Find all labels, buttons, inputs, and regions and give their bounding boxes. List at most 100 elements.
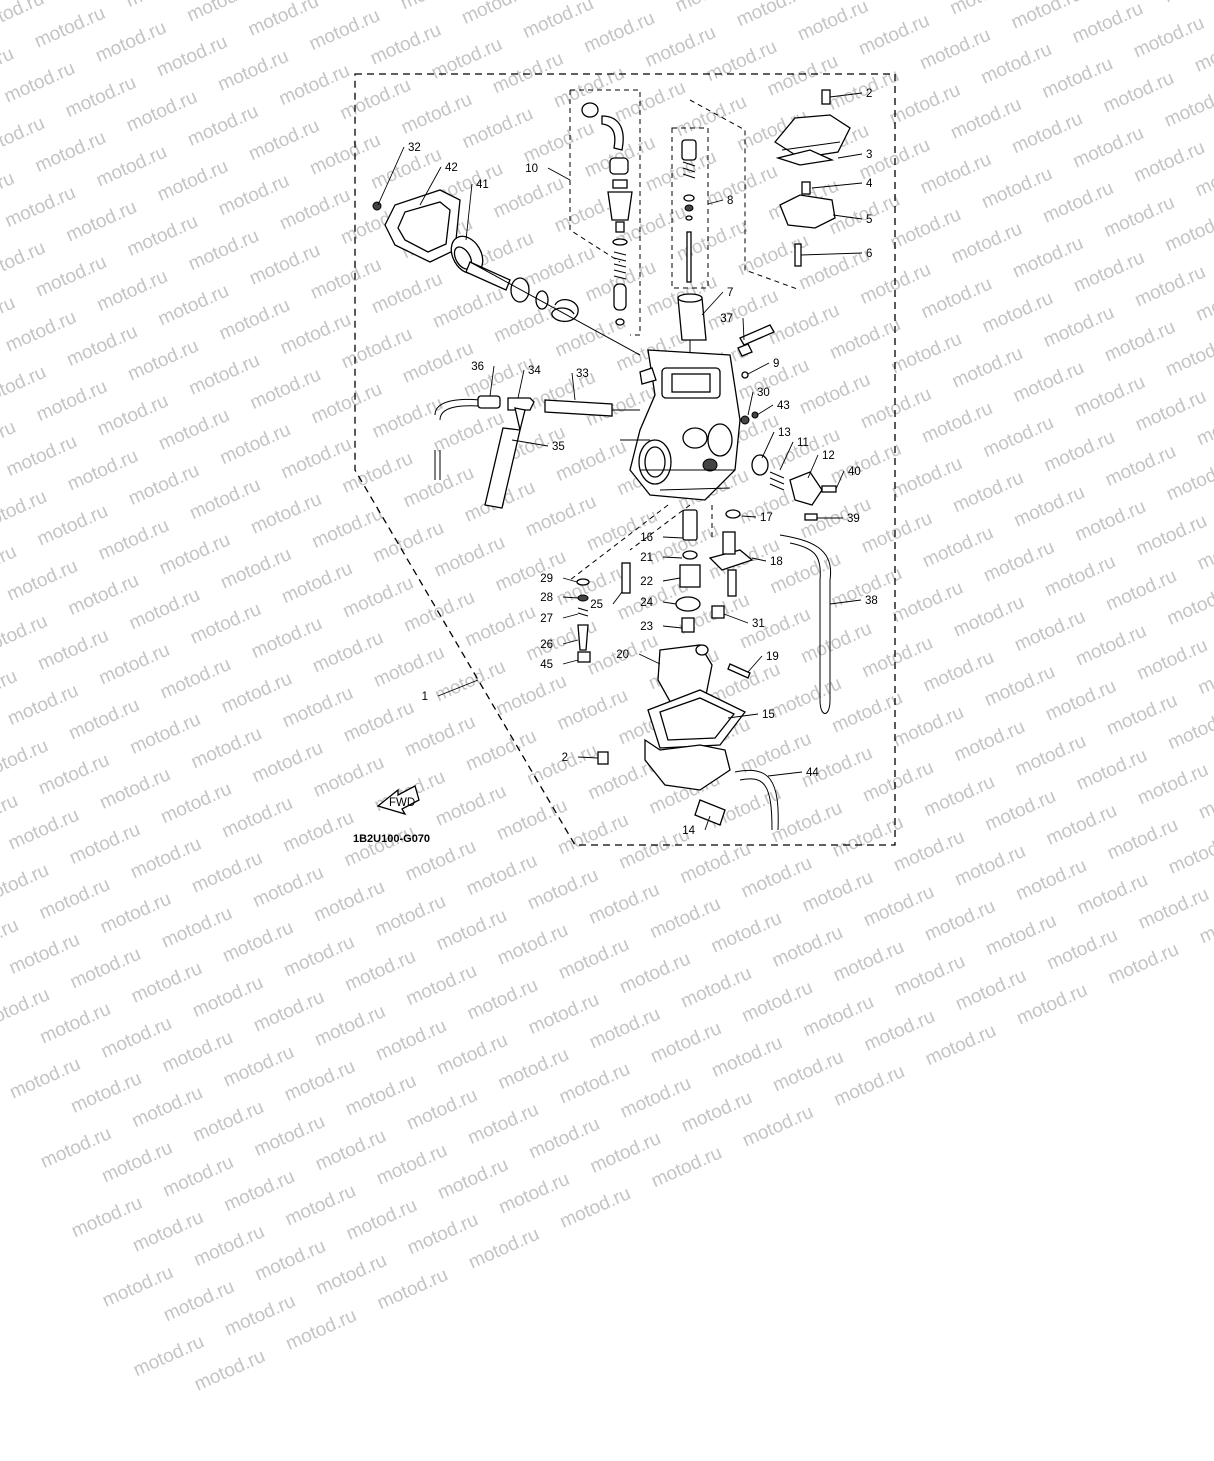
watermark-text: motod.ru xyxy=(769,1046,847,1097)
callout-leader xyxy=(562,639,579,645)
watermark-text: motod.ru xyxy=(707,907,785,958)
watermark-text: motod.ru xyxy=(465,1223,543,1274)
watermark-text: motod.ru xyxy=(67,943,145,994)
callout-6: 6 xyxy=(866,248,872,260)
watermark-text: motod.ru xyxy=(374,1264,452,1315)
callout-41: 41 xyxy=(476,179,489,191)
callout-30: 30 xyxy=(757,387,770,399)
watermark-text: motod.ru xyxy=(190,1096,268,1147)
callout-leader xyxy=(517,369,525,399)
watermark-text: motod.ru xyxy=(282,1180,360,1231)
watermark-text: motod.ru xyxy=(922,1020,1000,1071)
watermark-text: motod.ru xyxy=(311,1001,389,1051)
callout-leader xyxy=(577,756,599,759)
watermark-text: motod.ru xyxy=(97,1012,176,1063)
callout-28: 28 xyxy=(540,592,553,604)
assembly-boundary xyxy=(354,73,896,846)
watermark-text: motod.ru xyxy=(830,936,908,987)
callout-leader xyxy=(662,536,684,539)
watermark-text: motod.ru xyxy=(495,1044,573,1094)
callout-3: 3 xyxy=(866,149,872,161)
callout-leader xyxy=(638,653,661,665)
callout-leader xyxy=(747,655,763,673)
watermark-text: motod.ru xyxy=(494,919,572,970)
watermark-text: motod.ru xyxy=(36,998,114,1049)
callout-leader xyxy=(701,291,724,316)
callout-33: 33 xyxy=(576,368,589,380)
callout-2: 2 xyxy=(866,88,872,100)
watermark-text: motod.ru xyxy=(616,948,694,999)
watermark-text: motod.ru xyxy=(130,1331,208,1382)
watermark-text: motod.ru xyxy=(891,950,969,1001)
callout-22: 22 xyxy=(640,576,653,588)
watermark-text: motod.ru xyxy=(6,1053,84,1104)
fwd-arrow-icon: FWD xyxy=(376,785,420,816)
callout-43: 43 xyxy=(777,400,790,412)
watermark-text: motod.ru xyxy=(678,1087,756,1138)
callout-leader xyxy=(751,557,767,562)
callout-36: 36 xyxy=(471,361,484,373)
watermark-text: motod.ru xyxy=(190,1221,268,1271)
callout-21: 21 xyxy=(640,552,653,564)
callout-4: 4 xyxy=(866,178,873,190)
callout-leader xyxy=(761,431,775,459)
callout-leader xyxy=(811,182,863,189)
watermark-text: motod.ru xyxy=(1013,979,1091,1030)
callout-9: 9 xyxy=(773,358,779,370)
watermark-text: motod.ru xyxy=(220,1041,298,1092)
callout-27: 27 xyxy=(540,613,553,625)
callout-leader xyxy=(747,362,770,375)
callout-leader xyxy=(742,317,745,341)
callout-29: 29 xyxy=(540,573,553,585)
callout-23: 23 xyxy=(640,621,653,633)
callout-32: 32 xyxy=(408,142,421,154)
watermark-text: motod.ru xyxy=(220,1166,298,1216)
watermark-text: motod.ru xyxy=(982,910,1060,960)
callout-leader xyxy=(562,613,579,619)
lower-jets xyxy=(569,504,754,663)
callout-leader xyxy=(832,214,863,220)
callout-2: 2 xyxy=(562,752,568,764)
callout-leader xyxy=(837,153,863,159)
callout-14: 14 xyxy=(682,825,695,837)
needle-assembly xyxy=(677,139,707,360)
callout-44: 44 xyxy=(806,767,819,779)
hose-fittings xyxy=(434,395,640,509)
watermark-text: motod.ru xyxy=(128,1082,206,1133)
callout-17: 17 xyxy=(760,512,773,524)
throttle-shaft-assembly xyxy=(372,189,641,356)
watermark-text: motod.ru xyxy=(556,1058,634,1109)
callout-leader xyxy=(835,470,845,490)
callout-8: 8 xyxy=(727,195,733,207)
watermark-text: motod.ru xyxy=(0,914,22,965)
watermark-text: motod.ru xyxy=(464,1099,542,1149)
callout-39: 39 xyxy=(847,513,860,525)
watermark-text: motod.ru xyxy=(191,1345,269,1396)
watermark-text: motod.ru xyxy=(159,1027,237,1078)
callout-leader xyxy=(707,199,724,205)
callout-20: 20 xyxy=(616,649,629,661)
callout-35: 35 xyxy=(552,441,565,453)
watermark-text: motod.ru xyxy=(799,991,878,1042)
group-box-10 xyxy=(569,89,641,336)
watermark-text: motod.ru xyxy=(250,986,328,1037)
watermark-text: motod.ru xyxy=(99,1261,177,1312)
callout-leader xyxy=(829,599,862,605)
watermark-text: motod.ru xyxy=(251,1235,329,1286)
callout-5: 5 xyxy=(866,214,872,226)
watermark-text: motod.ru xyxy=(587,1128,665,1178)
watermark-text: motod.ru xyxy=(708,1032,786,1082)
watermark-text: motod.ru xyxy=(402,960,481,1011)
watermark-text: motod.ru xyxy=(343,1194,421,1245)
callout-leader xyxy=(829,92,863,98)
right-side-parts xyxy=(737,324,837,714)
callout-leader xyxy=(727,713,759,719)
starter-plunger-parts xyxy=(581,102,633,326)
callout-leader xyxy=(437,679,479,697)
callout-34: 34 xyxy=(528,365,541,377)
callouts: 1234567891011121314151617181920212223242… xyxy=(377,88,878,837)
callout-11: 11 xyxy=(797,437,809,449)
watermark-text: motod.ru xyxy=(128,957,206,1008)
callout-leader xyxy=(662,577,681,582)
callout-leader xyxy=(747,391,754,416)
